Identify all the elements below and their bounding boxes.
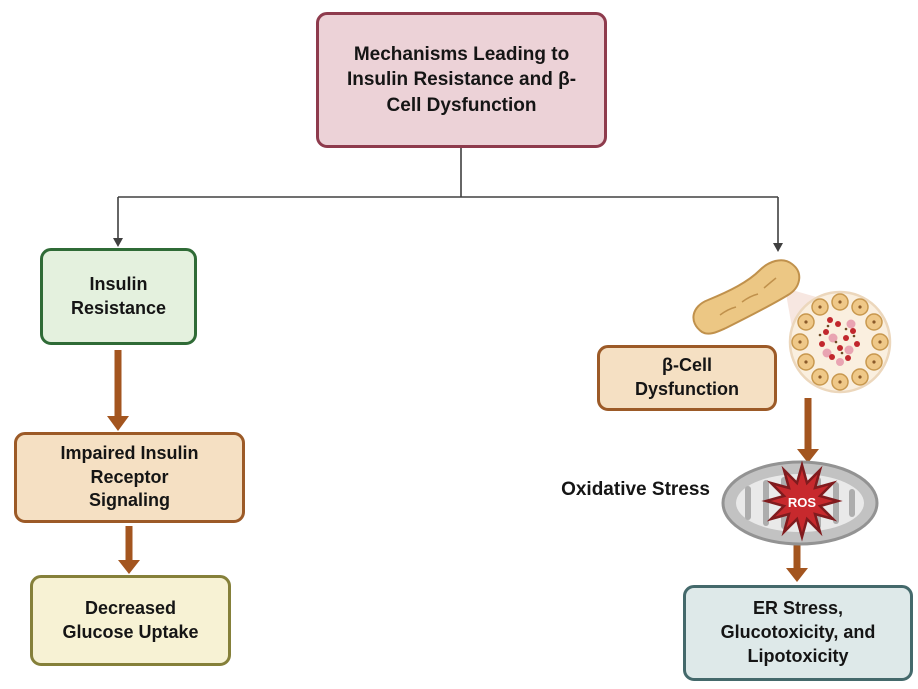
arrow-mitochondria-to-er (786, 541, 808, 582)
flow-arrows (107, 350, 819, 582)
connector-left-arrowhead (113, 238, 123, 247)
islet-dark-specks (818, 324, 856, 355)
decreased-glucose-uptake-box: Decreased Glucose Uptake (30, 575, 231, 666)
ros-starburst (761, 460, 843, 542)
title-box: Mechanisms Leading to Insulin Resistance… (316, 12, 607, 148)
connector-right-arrowhead (773, 243, 783, 252)
insulin-resistance-box: Insulin Resistance (40, 248, 197, 345)
arrow-insulin-to-impaired (107, 350, 129, 431)
pancreas-organ (692, 259, 801, 335)
pancreas-texture (719, 277, 777, 316)
connector-tree (117, 148, 779, 244)
islet-beta-cells-pink (822, 319, 856, 366)
islet-red-dots (819, 317, 860, 361)
arrow-impaired-to-decreased (118, 526, 140, 574)
mitochondria-illustration: ROS (721, 460, 879, 546)
impaired-insulin-receptor-signaling-box: Impaired Insulin Receptor Signaling (14, 432, 245, 523)
er-stress-glucotoxicity-lipotoxicity-box: ER Stress, Glucotoxicity, and Lipotoxici… (683, 585, 913, 681)
ros-label: ROS (788, 495, 817, 510)
pancreas-illustration (692, 259, 892, 394)
islet-cell-nuclei (798, 300, 882, 384)
islet-zoom-circle (788, 290, 892, 394)
arrow-pancreas-to-mitochondria (797, 398, 819, 463)
oxidative-stress-label: Oxidative Stress (561, 479, 710, 500)
beta-cell-dysfunction-box: β-Cell Dysfunction (597, 345, 777, 411)
